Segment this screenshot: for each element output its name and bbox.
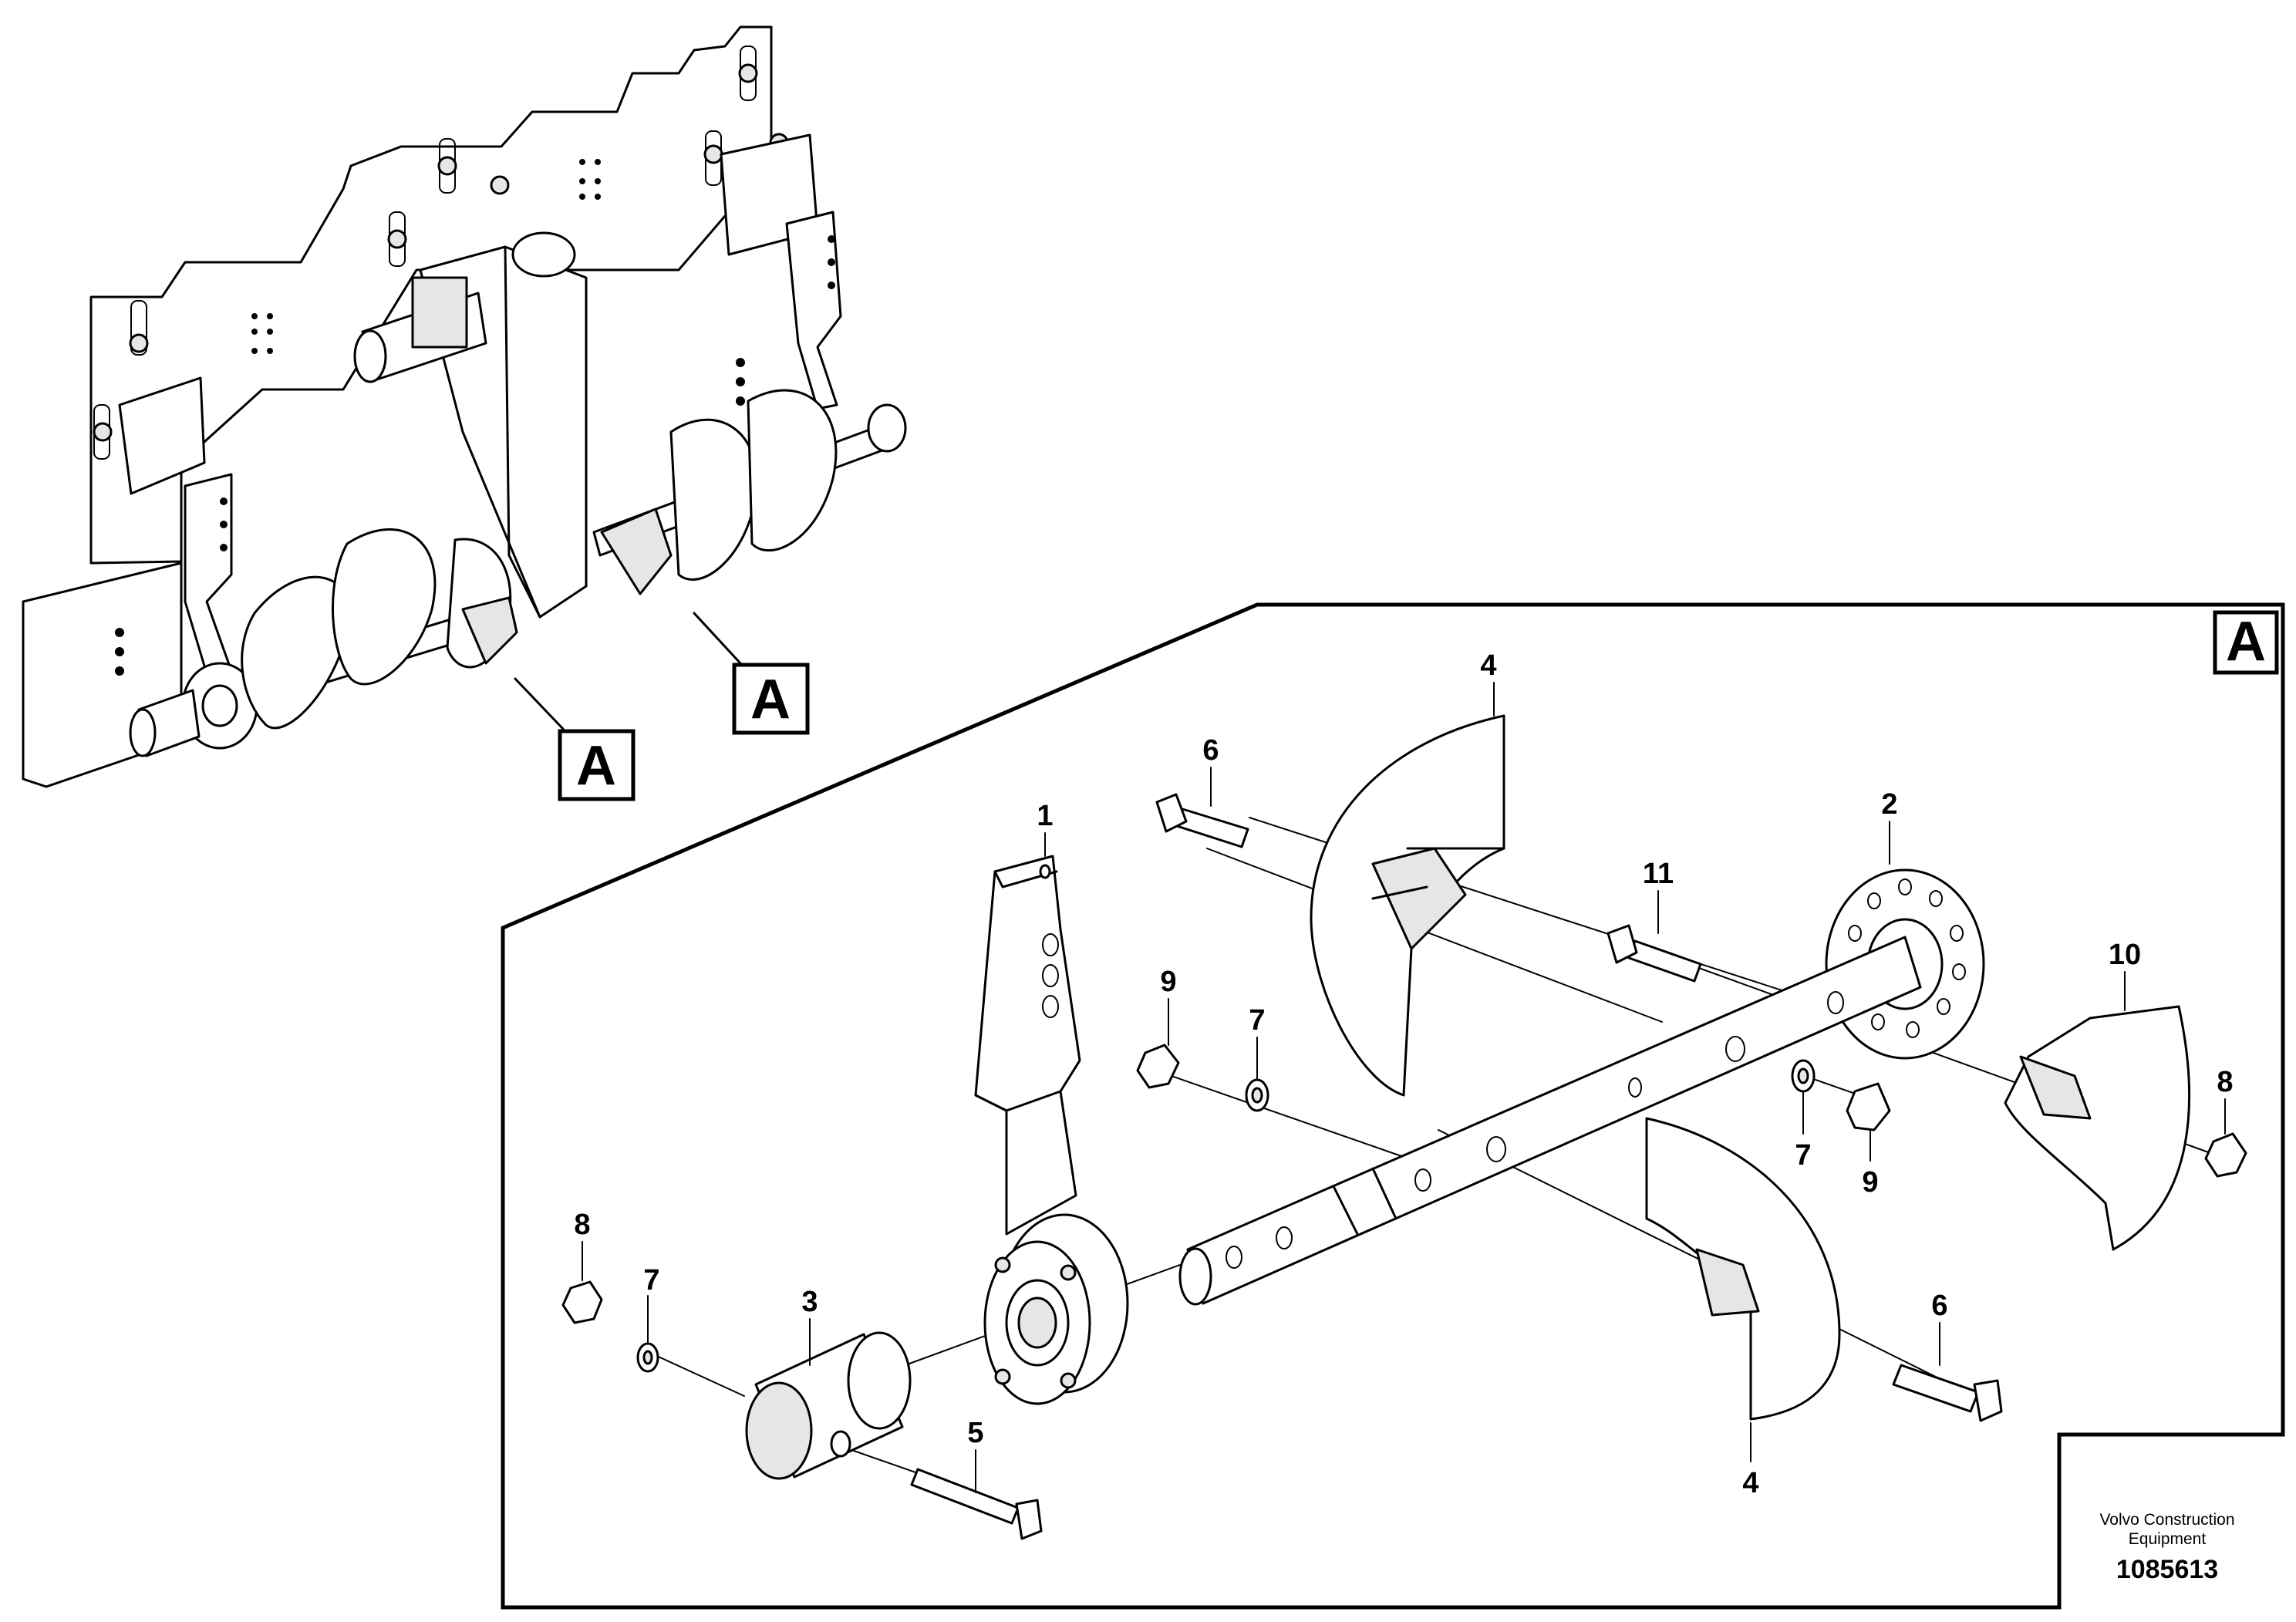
part-label-9-right: 9 [1862,1166,1878,1199]
bolt-5 [910,1468,1043,1540]
right-auger-flight-1 [669,418,758,581]
part-label-7-top: 7 [1249,1004,1265,1037]
detail-frame [501,602,2285,1610]
auger-flight-bottom [1645,1117,1841,1421]
drawing-number: 1085613 [2116,1555,2218,1584]
main-shaft [1178,936,1922,1306]
part-label-6-bottom: 6 [1931,1290,1947,1322]
exploded-view: 1 2 3 4 4 5 6 6 7 7 7 8 8 9 9 10 11 [561,649,2247,1540]
callout-box-right: A [732,663,810,735]
part-label-1: 1 [1037,800,1053,832]
pivot-arm [974,855,1129,1405]
part-label-8-right: 8 [2217,1066,2233,1098]
part-label-4-top: 4 [1480,649,1496,682]
bolt-6-top [1155,793,1249,848]
brand-line-1: Volvo Construction [2099,1511,2234,1529]
callout-letter-left: A [576,735,616,797]
auger-flight-top [1310,714,1505,1097]
pin-cylinder [745,1331,912,1480]
left-auger-flight-2 [332,528,437,686]
brand-line-2: Equipment [2129,1530,2207,1548]
part-labels: 1 2 3 4 4 5 6 6 7 7 7 8 8 9 9 10 11 [574,649,2233,1499]
part-label-6-top: 6 [1202,734,1219,767]
overview-assembly [22,25,907,788]
callout-leader-left [514,677,565,730]
part-label-4-bottom: 4 [1742,1467,1758,1499]
detail-badge-letter: A [2226,611,2266,673]
part-label-11: 11 [1643,858,1674,890]
left-arm-beam [118,376,206,495]
part-label-7-right: 7 [1795,1139,1811,1172]
left-auger-flight-1 [241,575,351,730]
part-label-3: 3 [801,1286,818,1318]
part-label-10: 10 [2109,939,2141,971]
callout-leader-right [693,612,742,665]
detail-badge: A [2213,610,2279,675]
title-block: Volvo Construction Equipment 1085613 [2099,1511,2234,1584]
callout-box-left: A [558,729,636,801]
part-label-5: 5 [967,1417,983,1449]
scraper-plate [2004,1005,2190,1251]
bolt-11 [1607,924,1702,983]
bolt-6-bottom [1892,1364,2003,1422]
part-label-9-top: 9 [1160,966,1176,998]
left-lower-plate [22,561,183,788]
part-label-8-left: 8 [574,1209,590,1241]
frame-plate [89,25,773,565]
right-auger-flight-2 [747,389,838,552]
nuts [561,1044,2247,1324]
left-pivot-arm [184,473,233,680]
part-label-2: 2 [1881,788,1897,821]
right-pivot-arm [785,211,842,410]
callout-letter-right: A [750,669,791,730]
part-label-7-left: 7 [643,1264,659,1297]
